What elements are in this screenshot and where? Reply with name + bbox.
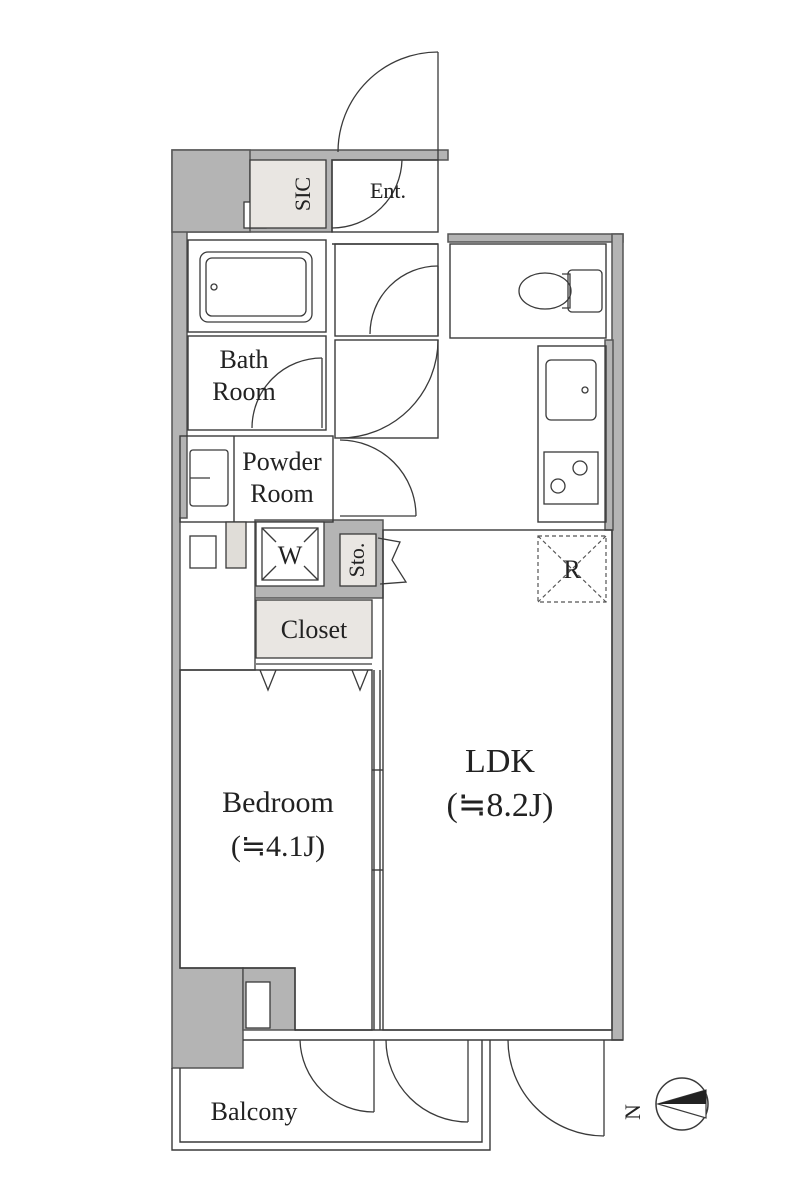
cooktop: [543, 451, 599, 505]
compass-arrow-fill: [658, 1090, 706, 1104]
storage-box: [339, 533, 377, 587]
entrance-outline: [331, 159, 439, 233]
washer-diag-1: [261, 527, 277, 543]
entry-door-swing: [337, 51, 439, 153]
ldk-label: LDK: [465, 743, 535, 780]
storage-door: [377, 537, 408, 585]
toilet-tank: [567, 269, 603, 313]
closet-label: Closet: [281, 615, 348, 644]
entrance-label: Ent.: [370, 178, 406, 203]
bath-label-2: Room: [212, 377, 276, 406]
kitchen-sink: [545, 359, 597, 421]
balcony-label: Balcony: [211, 1097, 298, 1126]
doors: [251, 51, 605, 1137]
balcony-rail: [171, 1040, 491, 1151]
bathtub-inner: [205, 257, 307, 317]
bedroom-balcony-swing: [299, 1039, 375, 1113]
bedroom-label: Bedroom: [222, 786, 334, 819]
sic-box: [249, 159, 327, 229]
bath-label-1: Bath: [219, 345, 268, 374]
washer-diag-2: [303, 527, 319, 543]
compass-north-label: N: [620, 1104, 645, 1120]
bedroom-size: (≒4.1J): [231, 830, 325, 863]
bath-door-swing: [251, 357, 323, 429]
interior-walls: [179, 159, 623, 1041]
toilet-bowl: [518, 272, 572, 310]
structural-walls: [171, 149, 624, 1069]
burner-1: [550, 478, 566, 494]
sic-label: SIC: [290, 177, 315, 211]
ldk-size: (≒8.2J): [447, 787, 554, 824]
compass: N: [620, 1077, 709, 1131]
toilet-door-swing: [369, 265, 439, 335]
toilet-room-outline: [449, 243, 607, 339]
toilet-seat-line: [562, 273, 571, 309]
fixtures: [189, 159, 603, 1029]
burner-2: [572, 460, 588, 476]
closet-door-left: [259, 669, 277, 692]
upper-east-wall: [447, 233, 624, 243]
powder-small-box-1: [189, 535, 217, 569]
bedroom-small-box: [245, 981, 271, 1029]
closet-box: [255, 599, 373, 659]
bathtub: [199, 251, 313, 323]
hallway-lower: [334, 339, 439, 439]
refrigerator-space: [537, 535, 607, 603]
hall-door-swing: [339, 339, 439, 439]
powder-small-box-2: [225, 521, 247, 569]
powder-door-swing: [339, 439, 417, 517]
washer-label: W: [278, 541, 303, 570]
sic-wall-block: [171, 149, 251, 233]
sink-drain: [581, 386, 589, 394]
ldk-balcony-swing-1: [385, 1039, 469, 1123]
closet-door-right: [351, 669, 369, 692]
powder-label-1: Powder: [242, 447, 322, 476]
ldk-outline: [382, 529, 613, 1031]
powder-label-2: Room: [250, 479, 314, 508]
ldk-balcony-swing-2: [507, 1039, 605, 1137]
washer-diag-4: [303, 565, 319, 581]
ent-sic-swing: [331, 159, 403, 229]
storage-label: Sto.: [344, 543, 369, 578]
kitchen-counter: [537, 345, 607, 523]
washer-diag-3: [261, 565, 277, 581]
refrigerator-label: R: [563, 555, 581, 584]
bath-room-outline: [187, 239, 327, 333]
bathtub-drain: [210, 283, 218, 291]
bath-room-lower: [187, 335, 327, 431]
